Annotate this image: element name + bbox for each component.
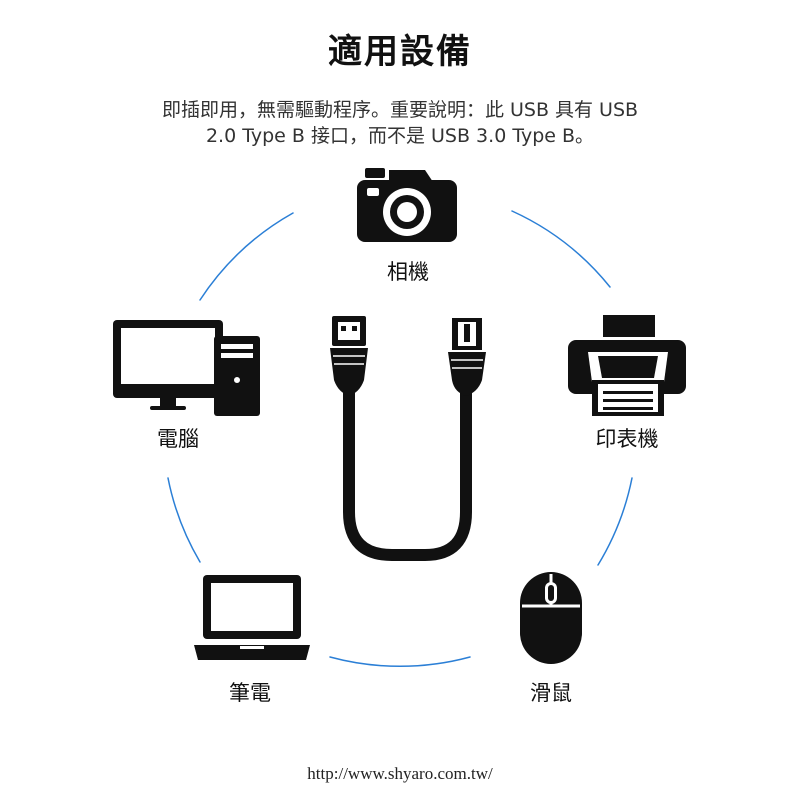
camera-icon	[357, 168, 457, 242]
label-computer: 電腦	[157, 427, 199, 451]
label-laptop: 筆電	[229, 681, 271, 705]
label-camera: 相機	[387, 260, 429, 284]
arc-left	[167, 477, 201, 563]
arc-top-right	[511, 210, 611, 288]
arc-top-left	[199, 212, 294, 301]
connection-arcs	[167, 210, 633, 667]
description-line-2: 2.0 Type B 接口，而不是 USB 3.0 Type B。	[205, 125, 595, 147]
printer-icon	[568, 315, 686, 416]
page-title: 適用設備	[328, 32, 472, 72]
mouse-icon	[520, 572, 582, 664]
desktop-computer-icon	[113, 320, 260, 416]
label-mouse: 滑鼠	[530, 681, 572, 705]
label-printer: 印表機	[595, 427, 659, 451]
description-line-1: 即插即用，無需驅動程序。重要說明：此 USB 具有 USB	[161, 99, 639, 121]
arc-right	[597, 477, 633, 566]
laptop-icon	[194, 575, 310, 660]
website-url: http://www.shyaro.com.tw/	[307, 764, 493, 783]
arc-bottom	[329, 656, 471, 667]
usb-cable-icon	[330, 316, 486, 561]
